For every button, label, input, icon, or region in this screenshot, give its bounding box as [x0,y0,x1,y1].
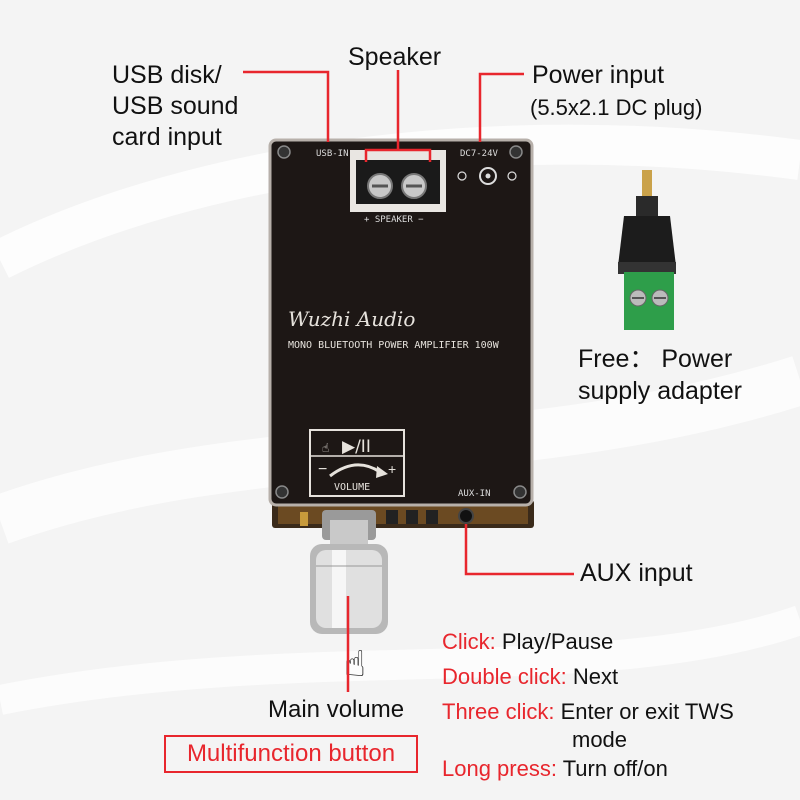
board-aux-in-label: AUX-IN [458,489,491,499]
board-dc-label: DC7-24V [460,149,499,159]
dc-plug-tip [642,170,652,200]
function-key: Three click: [442,699,555,724]
function-click: Click: Play/Pause [442,628,613,656]
free-adapter-label-line2: supply adapter [578,377,743,405]
play-pause-icon: ▶/II [342,437,371,457]
aux-jack [458,508,474,524]
volume-minus: − [318,461,327,478]
board-speaker-mark: + SPEAKER − [364,215,424,225]
adapter-body [618,216,676,266]
function-value: mode [572,727,628,752]
function-three-click-cont: mode [572,726,627,754]
volume-panel [309,429,405,497]
volume-label: VOLUME [334,482,370,493]
screw-icon [277,145,291,159]
screw-icon [513,485,527,499]
power-label-line2: (5.5x2.1 DC plug) [530,95,703,120]
usb-label-line3: card input [112,123,222,151]
function-double-click: Double click: Next [442,663,618,691]
function-key: Long press: [442,756,557,781]
power-label-line1: Power input [532,61,665,89]
dc-polarity-icon [479,167,497,185]
volume-arrow-icon [329,463,381,478]
screw-icon [275,485,289,499]
function-key: Click: [442,629,496,654]
function-long-press: Long press: Turn off/on [442,755,668,783]
free-adapter-label-line1: Free： Power [578,345,733,373]
board-cover [268,138,534,507]
usb-label-line2: USB sound [112,92,239,120]
board-brand: Wuzhi Audio [288,307,415,331]
aux-label: AUX input [580,559,693,587]
function-key: Double click: [442,664,567,689]
multifunction-button-label: Multifunction button [164,735,418,773]
screw-icon [509,145,523,159]
pointing-hand-icon: ☝ [344,643,366,684]
volume-plus: + [388,461,396,477]
function-value: Next [572,664,619,689]
hand-icon: ☝ [322,441,329,455]
speaker-label: Speaker [348,43,442,71]
function-value: Turn off/on [562,756,668,781]
function-value: Play/Pause [501,629,614,654]
board-usb-in-label: USB-IN [316,149,349,159]
function-value: Enter or exit TWS [560,699,734,724]
usb-label-line1: USB disk/ [112,61,222,89]
board-model: MONO BLUETOOTH POWER AMPLIFIER 100W [288,340,500,351]
function-three-click: Three click: Enter or exit TWS [442,698,734,726]
main-volume-label: Main volume [268,696,405,723]
